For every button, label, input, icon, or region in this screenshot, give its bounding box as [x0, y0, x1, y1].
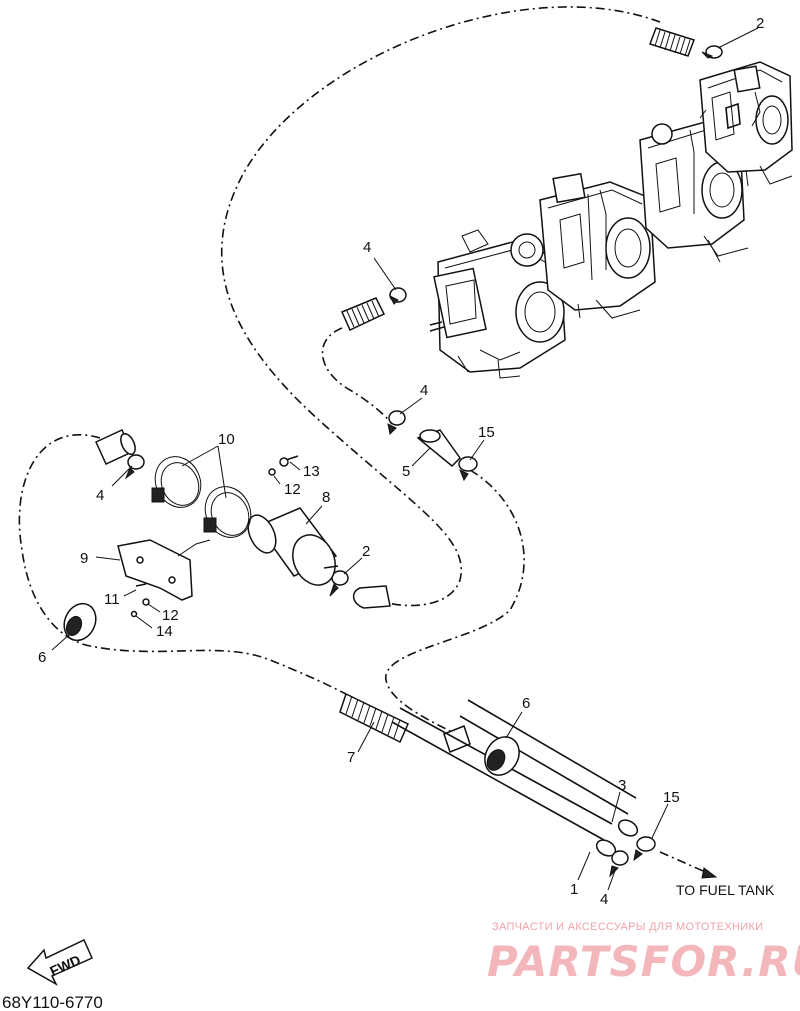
- filter-holder-10b: [203, 486, 252, 538]
- label-11: 11: [104, 591, 120, 608]
- label-5: 5: [402, 463, 410, 480]
- label-10: 10: [218, 431, 235, 448]
- clip-15-joint: [458, 456, 478, 482]
- fuel-filter-8: [247, 507, 339, 586]
- fwd-arrow-icon: [26, 938, 93, 986]
- label-12-top: 12: [284, 481, 301, 498]
- grommet-6-left: [63, 602, 97, 642]
- watermark: ЗАПЧАСТИ И АКСЕССУАРЫ ДЛЯ МОТОТЕХНИКИ PA…: [487, 921, 800, 986]
- label-1: 1: [570, 881, 578, 898]
- label-8: 8: [322, 489, 330, 506]
- screw-13: [279, 455, 299, 467]
- label-4-mid: 4: [420, 382, 428, 399]
- label-4-filter: 4: [96, 487, 104, 504]
- label-6-left: 6: [38, 649, 46, 666]
- leader-lines: [51, 27, 759, 891]
- carburetor-assembly: [429, 61, 793, 379]
- label-4-bottom: 4: [600, 891, 608, 908]
- part-labels: 2 4 4 15 5 10 13 4 12 8 9 2 11 12 14 6 6…: [38, 15, 764, 908]
- label-2-top: 2: [756, 15, 764, 32]
- filter-holder-10a: [151, 456, 202, 508]
- label-4-carb: 4: [363, 239, 371, 256]
- clip-4-carb: [388, 287, 407, 305]
- to-fuel-tank-label: TO FUEL TANK: [676, 882, 775, 898]
- label-6-right: 6: [522, 695, 530, 712]
- bracket-9: [117, 539, 211, 601]
- washer-12a: [268, 468, 276, 476]
- spring-sleeve-top: [649, 27, 695, 57]
- nut-14: [130, 610, 138, 618]
- label-15-bottom: 15: [663, 789, 680, 806]
- screw-11: [135, 583, 147, 587]
- hose-stub-filter-top: [95, 429, 136, 465]
- fuel-hoses: [18, 6, 661, 733]
- spring-sleeve-carb: [341, 297, 386, 332]
- clip-4-filter: [124, 454, 145, 480]
- to-fuel-tank-arrow: [659, 851, 718, 879]
- label-7: 7: [347, 749, 355, 766]
- clip-4-bottom: [609, 850, 629, 878]
- label-14: 14: [156, 623, 173, 640]
- joint-5: [416, 429, 461, 468]
- clip-2-top: [701, 45, 723, 59]
- diagram-code: 68Y110-6770: [2, 993, 103, 1011]
- label-3: 3: [618, 777, 626, 794]
- clip-4-mid: [387, 410, 406, 436]
- washer-12b: [142, 598, 150, 606]
- watermark-tagline: ЗАПЧАСТИ И АКСЕССУАРЫ ДЛЯ МОТОТЕХНИКИ: [492, 921, 763, 933]
- fuel-tube-1-3: [391, 699, 639, 857]
- hose-stub-filter-out: [352, 585, 391, 609]
- watermark-brand: PARTSFOR.RU: [487, 937, 800, 986]
- label-13: 13: [303, 463, 320, 480]
- grommet-6-right: [484, 736, 520, 776]
- clip-15-bottom: [633, 836, 656, 862]
- spring-sleeve-7: [339, 692, 409, 744]
- label-2-filter: 2: [362, 543, 370, 560]
- label-15-joint: 15: [478, 424, 495, 441]
- label-12-bottom: 12: [162, 607, 179, 624]
- label-9: 9: [80, 550, 88, 567]
